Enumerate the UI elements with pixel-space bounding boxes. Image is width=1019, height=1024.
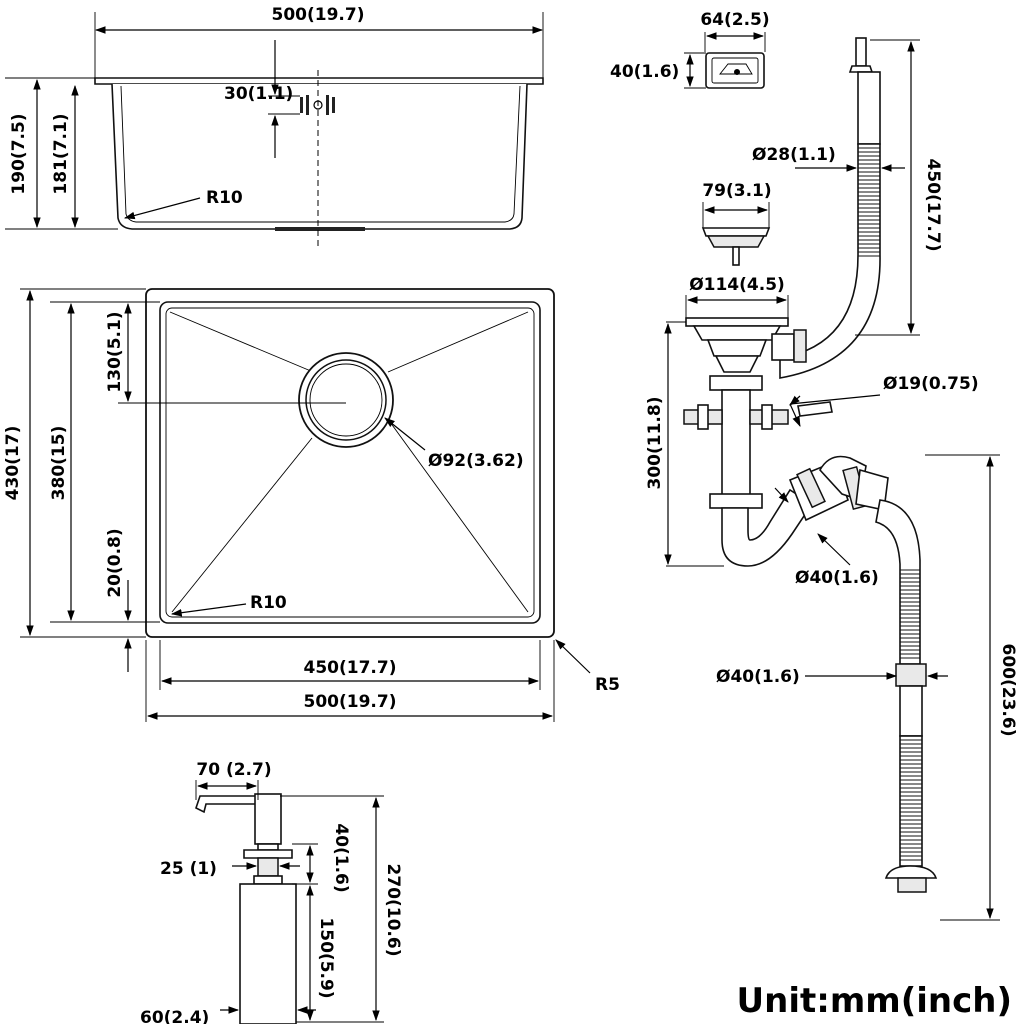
- drain-hose-diameter-label: Ø40(1.6): [716, 667, 800, 687]
- top-inner-height-label: 380(15): [49, 426, 69, 501]
- side-inner-height-label: 181(7.1): [51, 113, 71, 194]
- dispenser-total-height-label: 270(10.6): [383, 864, 403, 957]
- drain-hose: [805, 454, 1000, 921]
- side-total-height-label: 190(7.5): [9, 113, 29, 194]
- drain-trap: [664, 295, 889, 567]
- soap-dispenser: [195, 780, 384, 1024]
- sink-top-view: [20, 288, 591, 722]
- top-outer-height-label: 430(17): [3, 426, 23, 501]
- side-width-label: 500(19.7): [272, 5, 365, 25]
- overflow-cover: [684, 32, 766, 89]
- drain-hose-length-label: 600(23.6): [998, 644, 1018, 737]
- overflow-height-label: 30(1.1): [224, 84, 293, 104]
- strainer-diameter-label: 79(3.1): [702, 181, 771, 201]
- strainer-plug: [701, 202, 771, 266]
- bottle-height-label: 150(5.9): [316, 917, 336, 998]
- unit-label: Unit:mm(inch): [737, 981, 1012, 1021]
- trap-outlet-label: Ø40(1.6): [795, 568, 879, 588]
- lip-label: 20(0.8): [105, 528, 125, 597]
- side-inlet-label: Ø19(0.75): [883, 374, 979, 394]
- top-radius-label: R10: [250, 593, 287, 613]
- spout-reach-label: 70 (2.7): [196, 760, 271, 780]
- overflow-hose: [779, 37, 920, 379]
- bottle-diameter-label: 60(2.4): [140, 1008, 209, 1024]
- outer-radius-label: R5: [595, 675, 620, 695]
- drain-diameter-label: Ø92(3.62): [428, 451, 524, 471]
- trap-height-label: 300(11.8): [645, 397, 665, 490]
- pump-height-label: 40(1.6): [331, 823, 351, 892]
- cover-height-label: 40(1.6): [610, 62, 679, 82]
- cover-width-label: 64(2.5): [700, 10, 769, 30]
- side-radius-label: R10: [206, 188, 243, 208]
- top-inner-width-label: 450(17.7): [304, 658, 397, 678]
- overflow-hose-length-label: 450(17.7): [923, 159, 943, 252]
- basket-diameter-label: Ø114(4.5): [689, 275, 785, 295]
- drain-offset-label: 130(5.1): [105, 311, 125, 392]
- top-outer-width-label: 500(19.7): [304, 692, 397, 712]
- overflow-hose-diameter-label: Ø28(1.1): [752, 145, 836, 165]
- neck-diameter-label: 25 (1): [160, 859, 217, 879]
- sink-side-view: [5, 12, 544, 248]
